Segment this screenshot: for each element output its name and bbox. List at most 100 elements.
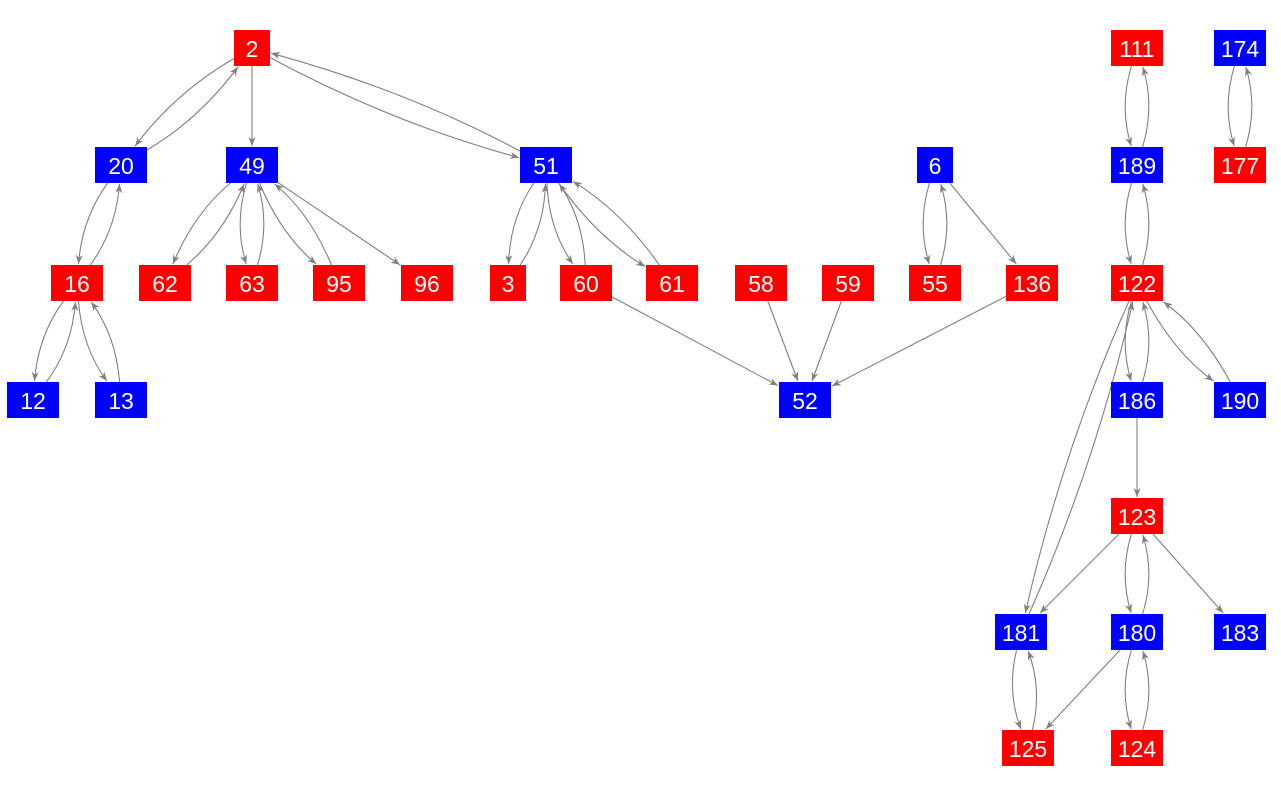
edge-12-to-16 xyxy=(45,301,79,383)
node-label: 52 xyxy=(792,388,818,414)
node-box xyxy=(646,265,698,301)
node-122[interactable]: 122 xyxy=(1111,265,1163,301)
node-61[interactable]: 61 xyxy=(646,265,698,301)
node-181[interactable]: 181 xyxy=(995,614,1047,650)
node-55[interactable]: 55 xyxy=(909,265,961,301)
edge-6-to-55 xyxy=(922,182,931,265)
node-63[interactable]: 63 xyxy=(226,265,278,301)
node-box xyxy=(1006,265,1058,301)
edge-51-to-3 xyxy=(505,182,535,265)
node-box xyxy=(560,265,612,301)
node-label: 96 xyxy=(414,271,440,297)
node-59[interactable]: 59 xyxy=(822,265,874,301)
node-123[interactable]: 123 xyxy=(1111,498,1163,534)
node-124[interactable]: 124 xyxy=(1111,730,1163,766)
node-box xyxy=(779,382,831,418)
node-label: 62 xyxy=(152,271,178,297)
node-174[interactable]: 174 xyxy=(1214,30,1266,66)
node-186[interactable]: 186 xyxy=(1111,382,1163,418)
node-box xyxy=(1214,147,1266,183)
edge-58-to-52 xyxy=(767,300,799,382)
node-box xyxy=(995,614,1047,650)
edge-123-to-181 xyxy=(1039,533,1120,614)
node-label: 123 xyxy=(1118,504,1156,530)
node-box xyxy=(226,147,278,183)
node-2[interactable]: 2 xyxy=(234,30,270,66)
node-box xyxy=(1111,498,1163,534)
node-label: 55 xyxy=(922,271,948,297)
node-box xyxy=(313,265,365,301)
node-58[interactable]: 58 xyxy=(735,265,787,301)
edge-180-to-125 xyxy=(1045,649,1121,730)
edge-55-to-6 xyxy=(939,183,948,266)
node-177[interactable]: 177 xyxy=(1214,147,1266,183)
edge-180-to-123 xyxy=(1142,534,1150,615)
edge-20-to-2 xyxy=(146,66,239,151)
node-12[interactable]: 12 xyxy=(7,382,59,418)
node-box xyxy=(822,265,874,301)
node-label: 189 xyxy=(1118,153,1156,179)
node-label: 174 xyxy=(1221,36,1260,62)
node-label: 3 xyxy=(502,271,515,297)
node-62[interactable]: 62 xyxy=(139,265,191,301)
edge-180-to-124 xyxy=(1124,649,1132,730)
node-box xyxy=(1002,730,1054,766)
node-label: 95 xyxy=(326,271,352,297)
edge-122-to-189 xyxy=(1141,183,1150,266)
node-49[interactable]: 49 xyxy=(226,147,278,183)
node-6[interactable]: 6 xyxy=(917,147,953,183)
edge-6-to-136 xyxy=(949,182,1017,265)
edge-123-to-183 xyxy=(1152,533,1224,614)
node-box xyxy=(401,265,453,301)
edge-2-to-20 xyxy=(134,57,235,147)
edge-177-to-174 xyxy=(1245,66,1253,148)
node-label: 6 xyxy=(929,153,942,179)
node-20[interactable]: 20 xyxy=(95,147,147,183)
node-189[interactable]: 189 xyxy=(1111,147,1163,183)
node-label: 63 xyxy=(239,271,265,297)
node-190[interactable]: 190 xyxy=(1214,382,1266,418)
edge-51-to-61 xyxy=(558,182,646,268)
edge-16-to-13 xyxy=(77,300,108,382)
node-label: 190 xyxy=(1221,388,1259,414)
node-52[interactable]: 52 xyxy=(779,382,831,418)
node-box xyxy=(490,265,526,301)
edge-49-to-63 xyxy=(239,182,248,265)
node-3[interactable]: 3 xyxy=(490,265,526,301)
node-label: 58 xyxy=(748,271,774,297)
node-136[interactable]: 136 xyxy=(1006,265,1058,301)
edge-174-to-177 xyxy=(1227,65,1235,147)
node-183[interactable]: 183 xyxy=(1214,614,1266,650)
node-box xyxy=(1214,30,1266,66)
node-16[interactable]: 16 xyxy=(51,265,103,301)
node-51[interactable]: 51 xyxy=(520,147,572,183)
node-95[interactable]: 95 xyxy=(313,265,365,301)
node-box xyxy=(1111,382,1163,418)
node-label: 122 xyxy=(1118,271,1156,297)
node-125[interactable]: 125 xyxy=(1002,730,1054,766)
edge-181-to-125 xyxy=(1011,649,1022,730)
node-111[interactable]: 111 xyxy=(1111,30,1163,66)
edges-layer xyxy=(31,52,1253,731)
node-180[interactable]: 180 xyxy=(1111,614,1163,650)
edge-20-to-16 xyxy=(75,182,109,265)
node-box xyxy=(51,265,103,301)
node-box xyxy=(7,382,59,418)
node-60[interactable]: 60 xyxy=(560,265,612,301)
edge-13-to-16 xyxy=(90,301,121,383)
node-label: 16 xyxy=(64,271,90,297)
edge-136-to-52 xyxy=(831,295,1007,387)
edge-95-to-49 xyxy=(274,183,333,266)
node-96[interactable]: 96 xyxy=(401,265,453,301)
node-label: 183 xyxy=(1221,620,1259,646)
node-label: 59 xyxy=(835,271,861,297)
edge-123-to-180 xyxy=(1124,533,1132,614)
edge-190-to-122 xyxy=(1163,301,1231,383)
node-box xyxy=(95,147,147,183)
node-13[interactable]: 13 xyxy=(95,382,147,418)
node-label: 124 xyxy=(1118,736,1157,762)
edge-189-to-111 xyxy=(1142,66,1150,148)
edge-186-to-122 xyxy=(1142,301,1150,383)
edge-62-to-49 xyxy=(186,183,245,266)
